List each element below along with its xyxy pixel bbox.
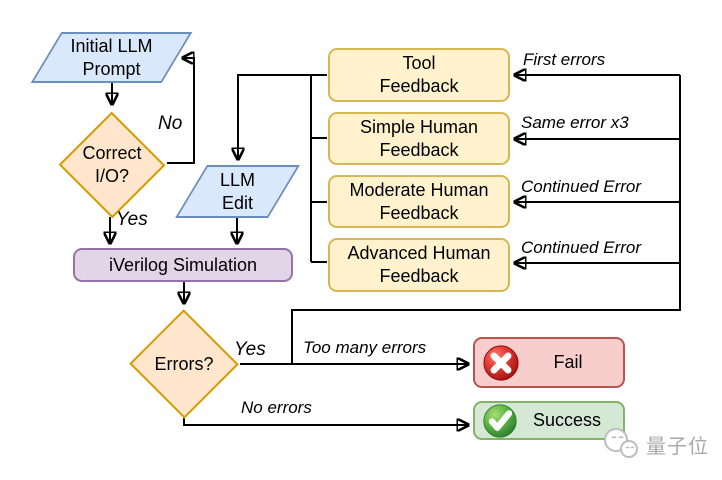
edge-label-continued-error-moderate: Continued Error [521,177,642,196]
success-check-icon [483,403,517,438]
node-advanced-human-feedback: Advanced Human Feedback [328,238,510,292]
node-initial-llm-prompt: Initial LLM Prompt [30,32,193,83]
qbitai-watermark-icon [604,428,638,458]
node-advanced-human-feedback-label: Advanced Human Feedback [347,243,491,286]
edge-no-loop [167,58,195,164]
node-fail: Fail [473,337,625,388]
node-fail-label: Fail [553,352,583,372]
node-correct-io: Correct I/O? [57,111,167,218]
node-llm-edit-label: LLM Edit [219,169,255,213]
node-initial-llm-prompt-label: Initial LLM Prompt [70,35,153,79]
node-tool-feedback-label: Tool Feedback [379,53,459,96]
error-loop-rail [291,75,681,364]
edge-label-yes-errors: Yes [234,339,266,360]
node-errors: Errors? [128,309,240,419]
node-success: Success [473,401,625,440]
edge-label-no-errors: No errors [241,398,312,417]
edge-label-continued-error-advanced: Continued Error [521,238,642,257]
node-simple-human-feedback-label: Simple Human Feedback [359,116,479,160]
node-moderate-human-feedback: Moderate Human Feedback [328,175,510,228]
feedback-left-rail [310,75,327,263]
qbitai-watermark: 量子位 [603,427,709,461]
node-iverilog-simulation: iVerilog Simulation [73,248,293,282]
edge-label-too-many-errors: Too many errors [303,338,427,357]
edge-label-no: No [158,113,183,134]
edge-label-first-errors: First errors [523,50,606,69]
node-tool-feedback: Tool Feedback [328,48,510,102]
edge-errors-to-success [183,418,469,425]
node-moderate-human-feedback-label: Moderate Human Feedback [349,179,489,223]
qbitai-watermark-text: 量子位 [646,435,709,458]
node-success-label: Success [532,410,602,430]
edge-label-same-error-x3: Same error x3 [521,113,629,132]
node-correct-io-label: Correct I/O? [82,142,142,186]
node-llm-edit: LLM Edit [175,165,300,218]
edge-feedback-to-llmedit [238,74,327,160]
node-errors-label: Errors? [154,353,214,374]
node-iverilog-simulation-label: iVerilog Simulation [108,254,258,275]
node-simple-human-feedback: Simple Human Feedback [328,112,510,165]
edge-label-yes-io: Yes [116,209,148,230]
fail-x-icon [483,344,519,381]
